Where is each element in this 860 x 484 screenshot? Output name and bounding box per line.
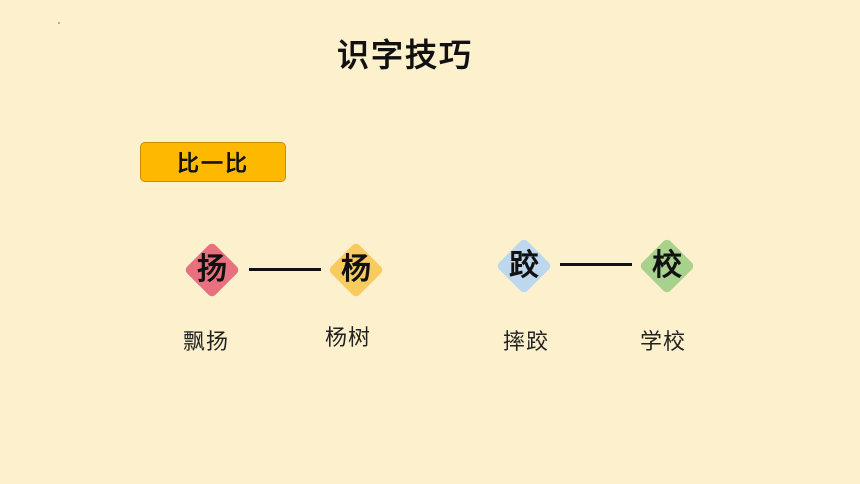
word-piaoyang: 飘扬 xyxy=(183,330,230,355)
compare-badge: 比一比 xyxy=(140,142,286,182)
word-shuaijiao: 摔跤 xyxy=(503,330,550,355)
char-card-yang-hand: 扬 xyxy=(182,240,242,300)
connector-line xyxy=(249,268,321,271)
decorative-dot xyxy=(58,22,60,24)
char-card-yang-tree: 杨 xyxy=(326,240,386,300)
char-card-jiao-foot: 跤 xyxy=(494,236,554,296)
char-label: 杨 xyxy=(341,252,371,287)
char-label: 跤 xyxy=(509,248,539,283)
word-yangshu: 杨树 xyxy=(325,326,372,351)
word-xuexiao: 学校 xyxy=(640,330,687,355)
connector-line xyxy=(560,263,632,266)
char-label: 扬 xyxy=(197,252,227,287)
char-label: 校 xyxy=(652,248,682,283)
page-title: 识字技巧 xyxy=(336,36,473,74)
char-card-xiao-school: 校 xyxy=(637,236,697,296)
